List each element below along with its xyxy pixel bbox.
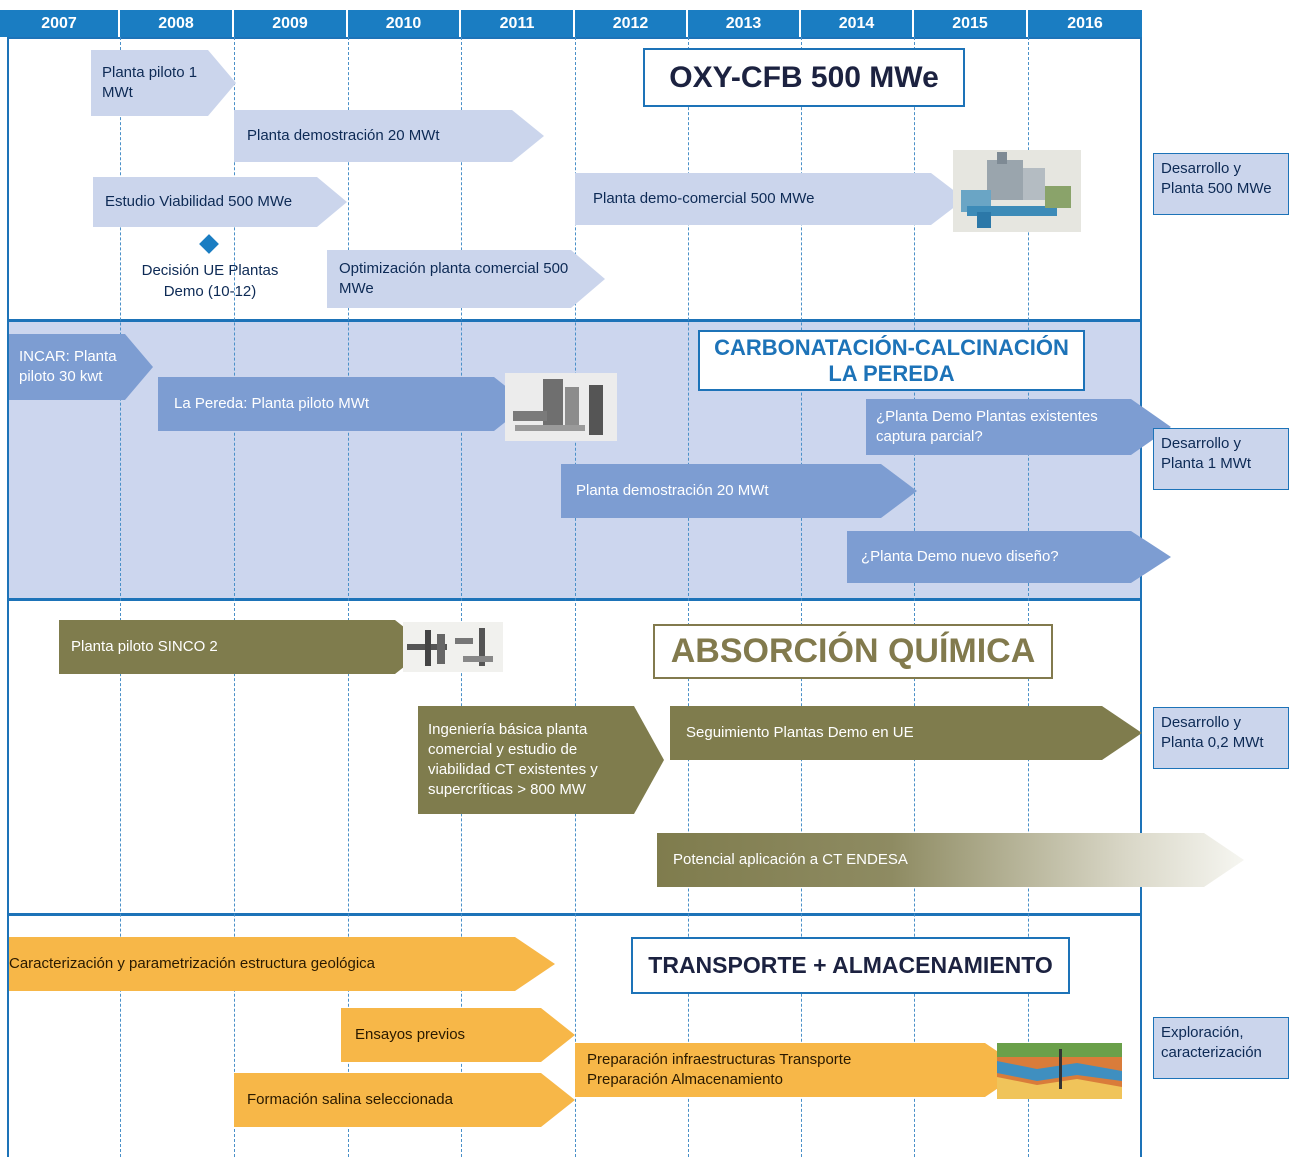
bar-oxy-optimizacion: Optimización planta comercial 500 MWe: [327, 250, 605, 308]
bar-carb-demo-existentes: ¿Planta Demo Plantas existentes captura …: [866, 399, 1171, 455]
section-abs-title: ABSORCIÓN QUÍMICA: [653, 624, 1053, 679]
bar-abs-sinco: Planta piloto SINCO 2: [59, 620, 429, 674]
bar-trans-caracterizacion: Caracterización y parametrización estruc…: [9, 937, 555, 991]
side-label-trans: Exploración, caracterización: [1153, 1017, 1289, 1079]
gridline: [348, 37, 349, 1157]
bar-oxy-planta-piloto: Planta piloto 1 MWt: [91, 50, 236, 116]
bar-oxy-demo-comercial: Planta demo-comercial 500 MWe: [575, 173, 965, 225]
section-carb-title: CARBONATACIÓN-CALCINACIÓN LA PEREDA: [698, 330, 1085, 391]
section-trans-title: TRANSPORTE + ALMACENAMIENTO: [631, 937, 1070, 994]
bar-oxy-demostracion: Planta demostración 20 MWt: [234, 110, 544, 162]
section-trans-panel: [7, 914, 1142, 1157]
side-label-abs: Desarrollo y Planta 0,2 MWt: [1153, 707, 1289, 769]
side-label-oxy: Desarrollo y Planta 500 MWe: [1153, 153, 1289, 215]
bar-abs-seguimiento: Seguimiento Plantas Demo en UE: [670, 706, 1142, 760]
bar-oxy-viabilidad: Estudio Viabilidad 500 MWe: [93, 177, 347, 227]
bar-carb-demostracion: Planta demostración 20 MWt: [561, 464, 917, 518]
year-2016: 2016: [1067, 15, 1103, 32]
bar-trans-preparacion: Preparación infraestructuras Transporte …: [575, 1043, 1025, 1097]
bar-trans-ensayos: Ensayos previos: [341, 1008, 575, 1062]
milestone-label: Decisión UE Plantas Demo (10-12): [141, 262, 279, 300]
year-2011: 2011: [461, 10, 575, 37]
gridline: [914, 37, 915, 1157]
side-label-carb: Desarrollo y Planta 1 MWt: [1153, 428, 1289, 490]
gridline: [801, 37, 802, 1157]
year-2010: 2010: [348, 10, 461, 37]
gridline: [688, 37, 689, 1157]
gridline: [575, 37, 576, 1157]
bar-abs-ingenieria: Ingeniería básica planta comercial y est…: [418, 706, 664, 814]
gridline: [120, 37, 121, 1157]
gridline: [1028, 37, 1029, 1157]
year-2013: 2013: [688, 10, 801, 37]
bar-carb-pereda: La Pereda: Planta piloto MWt: [158, 377, 528, 431]
year-2008: 2008: [120, 10, 234, 37]
gridline: [234, 37, 235, 1157]
year-2007: 2007: [0, 10, 120, 37]
bar-abs-potencial: Potencial aplicación a CT ENDESA: [657, 833, 1244, 887]
section-oxy-title: OXY-CFB 500 MWe: [643, 48, 965, 107]
geology-section-icon: [997, 1043, 1122, 1099]
pereda-plant-icon: [505, 373, 617, 441]
year-2014: 2014: [801, 10, 914, 37]
year-2012: 2012: [575, 10, 688, 37]
bar-carb-incar: INCAR: Planta piloto 30 kwt: [9, 334, 153, 400]
sinco-plant-icon: [403, 622, 503, 672]
bar-trans-formacion: Formación salina seleccionada: [234, 1073, 575, 1127]
year-header: 2007 2008 2009 2010 2011 2012 2013 2014 …: [0, 10, 1142, 37]
year-2015: 2015: [914, 10, 1028, 37]
bar-carb-nuevo-diseno: ¿Planta Demo nuevo diseño?: [847, 531, 1171, 583]
year-2009: 2009: [234, 10, 348, 37]
plant-500mwe-icon: [953, 150, 1081, 232]
gridline: [461, 37, 462, 1157]
